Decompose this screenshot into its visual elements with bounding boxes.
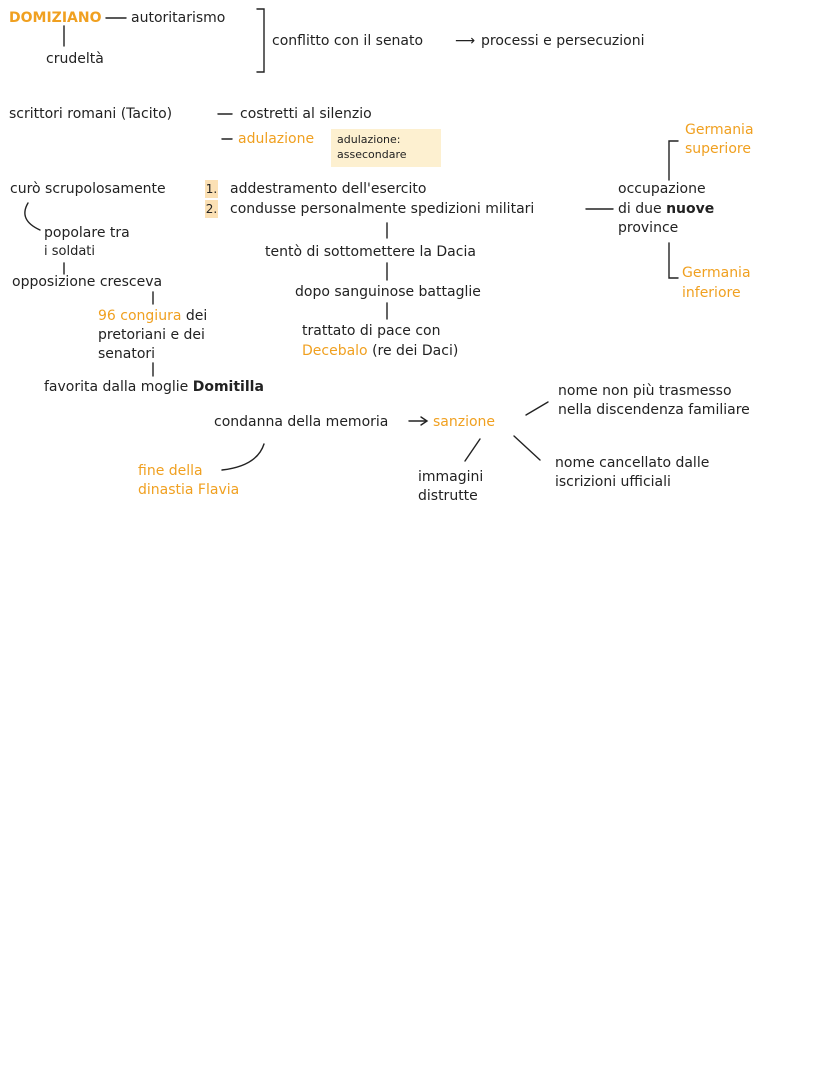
cancellato-line1: nome cancellato dalle [555, 455, 710, 471]
trattato-line2: Decebalo (re dei Daci) [302, 342, 458, 360]
congiura-dei: dei [185, 308, 208, 324]
processi-label: processi e persecuzioni [481, 33, 645, 49]
crudelta-label: crudeltà [46, 51, 104, 67]
number-1: 1. [205, 180, 218, 198]
costretti-label: costretti al silenzio [240, 106, 372, 122]
scrittori-label: scrittori romani (Tacito) [9, 106, 173, 122]
congiura-word: congiura [120, 308, 182, 324]
congiura-line2: pretoriani e dei [98, 327, 205, 343]
nome-line1: nome non più trasmesso [558, 383, 732, 399]
trattato-label: trattato di pace con [302, 323, 441, 339]
germania-inferiore-line1: Germania [682, 265, 751, 281]
fine-line1: fine della [138, 463, 203, 479]
germania-inferiore-line2: inferiore [682, 285, 741, 301]
cancellato-line2: iscrizioni ufficiali [555, 474, 671, 490]
arrow-conflitto-icon: ⟶ [455, 33, 476, 49]
conflitto-label: conflitto con il senato [272, 33, 424, 49]
condanna-label: condanna della memoria [214, 414, 389, 430]
adulazione-label: adulazione [238, 131, 315, 147]
occupazione-di-due: di due [618, 201, 662, 217]
addestramento-label: addestramento dell'esercito [230, 181, 427, 197]
adulazione-note-line2: assecondare [337, 148, 407, 161]
occupazione-line1: occupazione [618, 181, 706, 197]
domitilla-label: Domitilla [192, 379, 264, 395]
line-sanzione-cancellato [513, 435, 541, 461]
line-sanzione-immagini [464, 438, 481, 462]
domiziano-label: DOMIZIANO [9, 10, 102, 26]
congiura-year: 96 [98, 308, 116, 324]
re-daci-label: (re dei Daci) [372, 343, 459, 359]
popolare-line2: i soldati [44, 244, 96, 259]
curve-condanna-fine [221, 443, 265, 471]
congiura-line3: senatori [98, 346, 156, 362]
fine-line2: dinastia Flavia [138, 482, 240, 498]
autoritarismo-label: autoritarismo [131, 10, 226, 26]
opposizione-label: opposizione cresceva [12, 274, 163, 290]
occupazione-nuove: nuove [666, 201, 715, 217]
adulazione-note-box: adulazione: assecondare [331, 129, 441, 167]
line-sanzione-nome [525, 401, 549, 416]
dopo-label: dopo sanguinose battaglie [295, 284, 481, 300]
sanzione-label: sanzione [433, 414, 496, 430]
condusse-label: condusse personalmente spedizioni milita… [230, 201, 535, 217]
immagini-line1: immagini [418, 469, 484, 485]
curve-curo-popolare [24, 202, 41, 231]
occupazione-line2: di due nuove [618, 200, 714, 218]
bracket-germania-sup [668, 140, 679, 181]
number-2: 2. [205, 200, 218, 218]
germania-superiore-line1: Germania [685, 122, 754, 138]
arrow-condanna-head [420, 416, 429, 426]
germania-superiore-line2: superiore [685, 141, 751, 157]
favorita-label: favorita dalla moglie [44, 379, 189, 395]
curo-label: curò scrupolosamente [10, 181, 166, 197]
occupazione-line3: province [618, 220, 679, 236]
decebalo-label: Decebalo [302, 343, 368, 359]
bracket-germania-inf [668, 242, 679, 279]
tento-label: tentò di sottomettere la Dacia [265, 244, 476, 260]
congiura-line1: 96 congiura dei [98, 307, 207, 325]
favorita-line: favorita dalla moglie Domitilla [44, 378, 264, 396]
popolare-line1: popolare tra [44, 225, 130, 241]
adulazione-note-line1: adulazione: [337, 133, 401, 146]
immagini-line2: distrutte [418, 488, 478, 504]
bracket-domiziano [256, 8, 265, 73]
nome-line2: nella discendenza familiare [558, 402, 750, 418]
